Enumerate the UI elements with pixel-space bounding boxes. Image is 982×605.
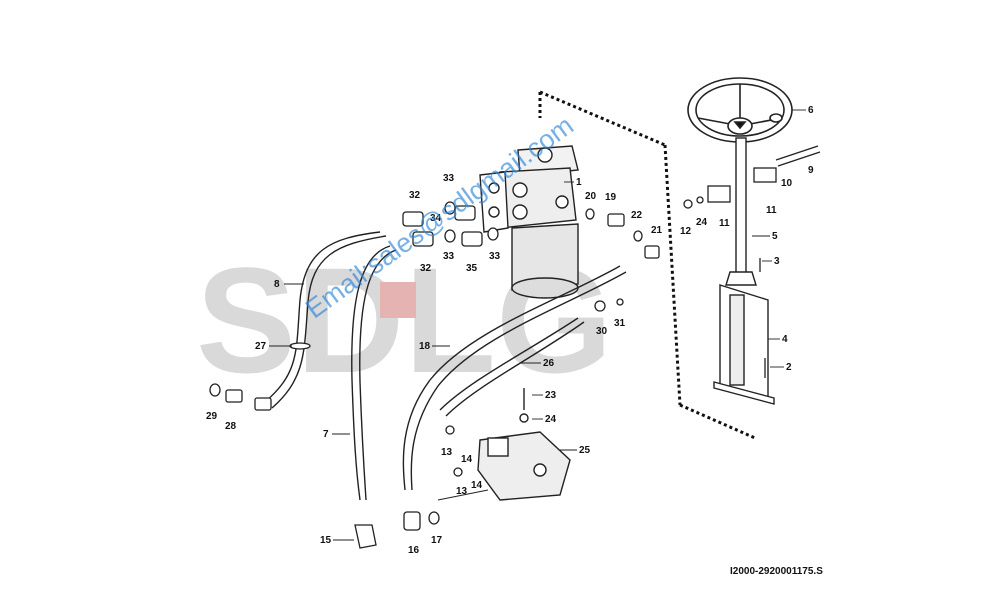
callout-9: 9 bbox=[808, 165, 814, 176]
callout-24-lower: 24 bbox=[545, 414, 557, 425]
callout-13-b: 13 bbox=[456, 486, 468, 497]
callout-labels: 1 2 3 4 5 6 7 8 9 10 11 12 13 13 14 14 1… bbox=[206, 105, 814, 556]
callout-17: 17 bbox=[431, 535, 443, 546]
callout-26: 26 bbox=[543, 358, 555, 369]
leader-lines bbox=[269, 109, 806, 541]
steering-unit bbox=[479, 145, 579, 299]
callout-16: 16 bbox=[408, 545, 420, 556]
steering-column bbox=[713, 137, 775, 405]
callout-20: 20 bbox=[585, 191, 597, 202]
callout-8: 8 bbox=[274, 279, 280, 290]
callout-2: 2 bbox=[786, 362, 792, 373]
callout-28: 28 bbox=[225, 421, 237, 432]
callout-32-lower: 32 bbox=[420, 263, 432, 274]
brand-watermark-mark bbox=[380, 282, 416, 318]
callout-34: 34 bbox=[430, 213, 442, 224]
callout-23: 23 bbox=[545, 390, 557, 401]
callout-7: 7 bbox=[323, 429, 329, 440]
callout-10: 10 bbox=[781, 178, 793, 189]
fittings-lower bbox=[209, 298, 624, 549]
callout-1: 1 bbox=[576, 177, 582, 188]
callout-5: 5 bbox=[772, 231, 778, 242]
callout-30: 30 bbox=[596, 326, 608, 337]
callout-33-mid: 33 bbox=[443, 251, 455, 262]
valve-block bbox=[477, 388, 571, 501]
dashed-frame bbox=[538, 90, 756, 440]
callout-18: 18 bbox=[419, 341, 431, 352]
callout-33-right: 33 bbox=[489, 251, 501, 262]
callout-14-b: 14 bbox=[471, 480, 483, 491]
drawing-code: I2000-2920001175.S bbox=[730, 566, 823, 577]
callout-27: 27 bbox=[255, 341, 267, 352]
callout-31: 31 bbox=[614, 318, 626, 329]
callout-33-upper: 33 bbox=[443, 173, 455, 184]
callout-3: 3 bbox=[774, 256, 780, 267]
column-bracket bbox=[683, 145, 821, 378]
callout-19: 19 bbox=[605, 192, 617, 203]
callout-35: 35 bbox=[466, 263, 478, 274]
callout-25: 25 bbox=[579, 445, 591, 456]
callout-32-upper: 32 bbox=[409, 190, 421, 201]
callout-4: 4 bbox=[782, 334, 788, 345]
callout-21: 21 bbox=[651, 225, 663, 236]
steering-wheel bbox=[687, 77, 793, 143]
callout-11-right: 11 bbox=[766, 205, 777, 216]
callout-22: 22 bbox=[631, 210, 643, 221]
callout-6: 6 bbox=[808, 105, 814, 116]
callout-11: 11 bbox=[719, 218, 730, 229]
callout-12: 12 bbox=[680, 226, 692, 237]
callout-15: 15 bbox=[320, 535, 332, 546]
callout-29: 29 bbox=[206, 411, 218, 422]
callout-13-a: 13 bbox=[441, 447, 453, 458]
callout-14-a: 14 bbox=[461, 454, 473, 465]
callout-24-upper: 24 bbox=[696, 217, 708, 228]
fittings-upper bbox=[402, 201, 660, 259]
hoses bbox=[264, 231, 627, 501]
